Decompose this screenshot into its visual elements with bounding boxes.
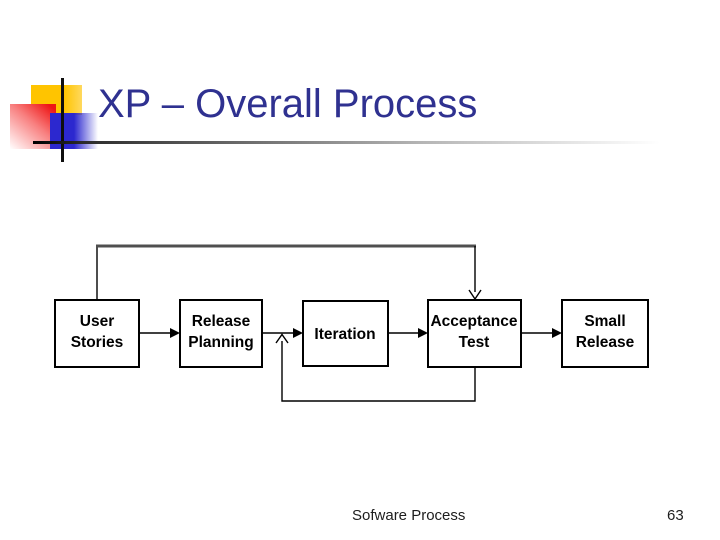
feedback-bottom-path (281, 341, 476, 402)
box-label-line2: Stories (71, 334, 124, 351)
ornament-vertical-line (61, 78, 64, 162)
diagram-box-user-stories: User Stories (54, 299, 140, 368)
box-label-line1: Acceptance (430, 313, 517, 330)
box-label-line2: Release (576, 334, 635, 351)
diagram-box-release-planning: Release Planning (179, 299, 263, 368)
arrow-release-planning-to-iteration (262, 328, 303, 338)
box-label-line1: Small (584, 313, 625, 330)
box-rect (179, 299, 263, 368)
box-label-line2: Planning (188, 334, 253, 351)
feedback-line-top (96, 244, 482, 301)
page-title: XP – Overall Process (98, 82, 478, 126)
arrow-iteration-to-acceptance-test (388, 328, 428, 338)
solid-arrowhead-icon (418, 328, 428, 338)
box-rect (427, 299, 522, 368)
arrow-user-stories-to-release-planning (139, 328, 180, 338)
title-underline-rule (33, 141, 660, 144)
arrow-acceptance-test-to-small-release (520, 328, 562, 338)
box-label-line1: Iteration (314, 326, 375, 343)
box-rect (302, 300, 389, 367)
box-label-line1: User (80, 313, 114, 330)
feedback-line-bottom (275, 333, 476, 402)
footer-text: Sofware Process (352, 507, 466, 524)
box-rect (561, 299, 649, 368)
box-rect (54, 299, 140, 368)
diagram-box-small-release: Small Release (561, 299, 649, 368)
solid-arrowhead-icon (552, 328, 562, 338)
solid-arrowhead-icon (293, 328, 303, 338)
diagram-box-acceptance-test: Acceptance Test (427, 299, 522, 368)
box-label-line2: Test (459, 334, 490, 351)
slide-number: 63 (667, 507, 684, 524)
open-arrowhead-up-icon (275, 333, 289, 344)
box-label-line1: Release (192, 313, 251, 330)
diagram-box-iteration: Iteration (302, 300, 389, 367)
solid-arrowhead-icon (170, 328, 180, 338)
